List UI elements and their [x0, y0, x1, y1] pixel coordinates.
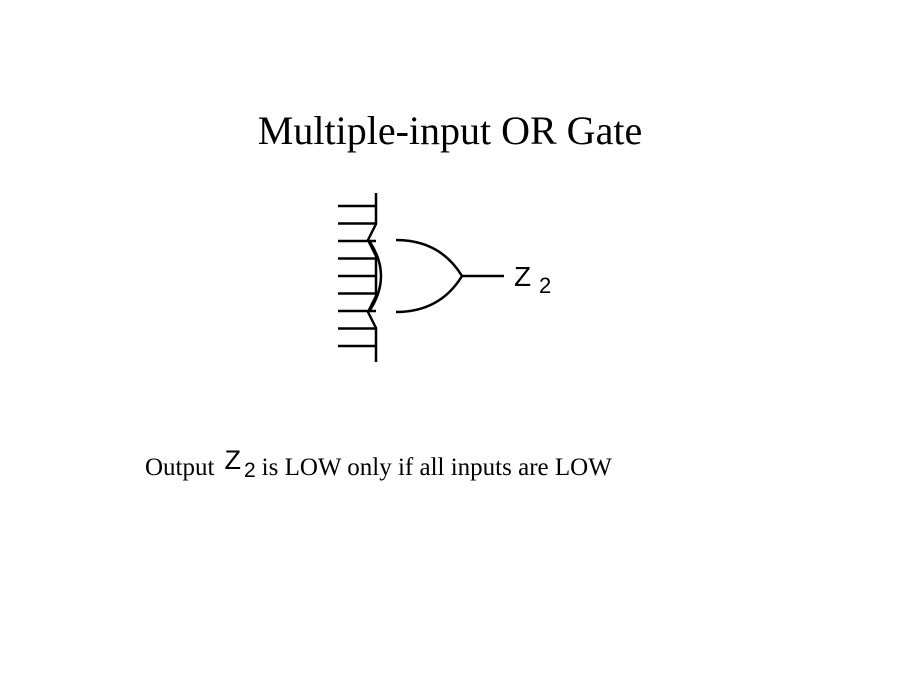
- or-gate-bottom-curve: [395, 275, 464, 314]
- caption-prefix: Output: [145, 454, 215, 481]
- or-gate-top-curve: [395, 238, 464, 277]
- slide-title: Multiple-input OR Gate: [257, 108, 643, 153]
- caption-suffix: is LOW only if all inputs are LOW: [261, 454, 612, 481]
- input-lines: [338, 204, 376, 348]
- or-gate-back-curve: [368, 241, 383, 311]
- output-variable-label: Z: [514, 261, 531, 292]
- caption-variable: Z: [224, 445, 241, 475]
- input-bus: [366, 193, 378, 362]
- output-subscript-label: 2: [539, 273, 551, 298]
- caption-subscript: 2: [243, 459, 256, 482]
